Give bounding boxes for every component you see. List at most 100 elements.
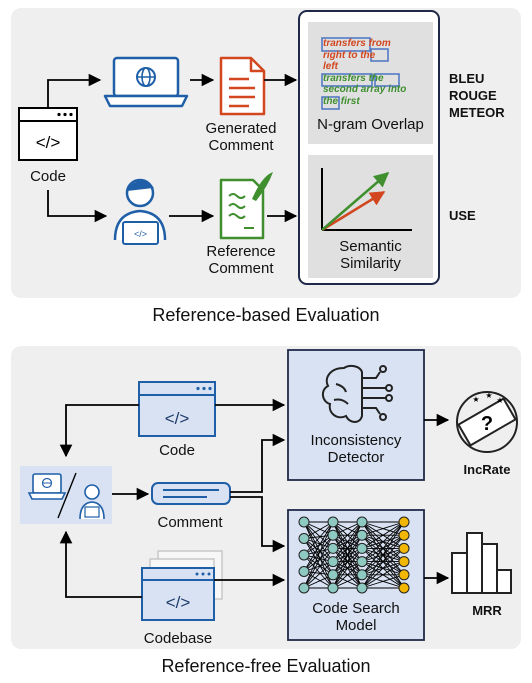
semantic-similarity-line-1: Semantic xyxy=(339,238,402,255)
neural-network-edge xyxy=(332,534,363,589)
neural-network-edge xyxy=(303,534,334,572)
incrate-badge-icon: ? ★ ★ ★ xyxy=(456,391,518,453)
ngram-overlap-label: N-gram Overlap xyxy=(317,116,424,133)
top-flow-arrows xyxy=(47,73,298,223)
code-window-icon-bottom: </> xyxy=(138,381,216,437)
neural-network-node xyxy=(298,533,310,544)
svg-text:★: ★ xyxy=(472,395,479,404)
neural-network-edge xyxy=(303,538,334,576)
neural-network-edge xyxy=(303,561,334,589)
code-window-icon: </> xyxy=(18,107,78,161)
neural-network-node xyxy=(356,569,368,581)
reference-sample-line-3: the first xyxy=(323,95,360,107)
svg-text:</>: </> xyxy=(36,133,61,152)
reference-comment-label: Reference Comment xyxy=(196,243,286,277)
inconsistency-detector-label: Inconsistency Detector xyxy=(288,432,424,466)
neural-network-node xyxy=(398,516,410,528)
laptop-icon xyxy=(103,56,189,108)
neural-network-edge xyxy=(361,574,405,589)
neural-network-node xyxy=(298,516,310,528)
reference-sample-line-1: transfers the xyxy=(323,72,384,84)
generated-sample-line-1: transfers from xyxy=(323,38,391,49)
svg-text:?: ? xyxy=(481,413,493,435)
metric-rouge: ROUGE xyxy=(449,88,497,103)
reference-based-caption: Reference-based Evaluation xyxy=(152,305,380,325)
reference-free-caption: Reference-free Evaluation xyxy=(161,656,371,676)
comment-label: Comment xyxy=(157,514,223,531)
neural-network-edge xyxy=(303,521,334,556)
neural-network-edge xyxy=(332,548,363,589)
neural-network-node xyxy=(327,516,339,528)
neural-network-node xyxy=(327,556,339,568)
developer-icon: </> xyxy=(113,178,167,245)
neural-network-edge xyxy=(303,534,334,589)
code-search-model-label: Code Search Model xyxy=(288,600,424,634)
generated-comment-label: Generated Comment xyxy=(196,120,286,154)
svg-text:</>: </> xyxy=(166,593,191,612)
neural-network-node xyxy=(356,516,368,528)
bottom-flow-arrows xyxy=(59,398,450,598)
neural-network-edge xyxy=(303,538,334,562)
reference-comment-document-icon xyxy=(219,172,273,240)
semantic-similarity-panel xyxy=(308,155,433,278)
reference-comment-line-1: Reference xyxy=(206,243,276,260)
code-search-model-line-1: Code Search xyxy=(312,600,400,617)
neural-network-node xyxy=(356,556,368,568)
svg-text:</>: </> xyxy=(165,409,190,428)
neural-network-edge xyxy=(303,571,334,589)
neural-network-node xyxy=(327,569,339,581)
neural-network-node xyxy=(398,582,410,594)
neural-network-edge xyxy=(361,548,405,589)
svg-text:</>: </> xyxy=(134,229,147,239)
codebase-label: Codebase xyxy=(143,630,213,647)
incrate-label: IncRate xyxy=(463,462,511,477)
ngram-highlight-boxes xyxy=(321,37,400,110)
generated-sample-line-2: right to the xyxy=(323,49,376,61)
code-search-model-line-2: Model xyxy=(335,617,377,634)
ngram-sample-text: transfers from right to the left transfe… xyxy=(323,38,406,107)
neural-network-edge xyxy=(303,554,334,576)
inconsistency-detector-box xyxy=(287,349,425,481)
neural-network-edge xyxy=(361,521,405,549)
brain-circuit-icon xyxy=(322,364,393,423)
neural-network-node xyxy=(298,566,310,577)
neural-network-node xyxy=(327,542,339,554)
neural-network-node xyxy=(298,582,310,594)
neural-network-node xyxy=(398,569,410,581)
neural-network-node xyxy=(327,582,339,594)
laptop-and-developer-icon xyxy=(20,466,112,524)
neural-network-edge xyxy=(332,521,363,562)
neural-network-edge xyxy=(303,538,334,589)
code-label: Code xyxy=(30,168,66,185)
svg-text:★: ★ xyxy=(496,396,503,405)
mrr-bar-chart-icon xyxy=(451,532,512,594)
inconsistency-detector-line-1: Inconsistency xyxy=(310,432,402,449)
neural-network-edge xyxy=(303,554,334,589)
neural-network-edge xyxy=(303,534,334,556)
generated-sample-line-3: left xyxy=(323,61,338,72)
semantic-vector-plot xyxy=(321,168,412,232)
neural-network-edge xyxy=(361,561,405,589)
neural-network-node xyxy=(356,542,368,554)
neural-network-node xyxy=(398,529,410,541)
neural-network-edge xyxy=(361,521,405,576)
generated-comment-line-2: Comment xyxy=(208,137,274,154)
neural-network-node xyxy=(356,582,368,594)
neural-network-edge xyxy=(332,561,363,589)
neural-network-edge xyxy=(361,521,405,589)
metric-meteor: METEOR xyxy=(449,105,505,120)
metric-use: USE xyxy=(449,208,476,223)
neural-network-node xyxy=(398,542,410,554)
reference-comment-line-2: Comment xyxy=(208,260,274,277)
neural-network-node xyxy=(327,529,339,541)
comment-box-icon xyxy=(151,482,231,505)
ngram-metrics-list: BLEU ROUGE METEOR xyxy=(449,70,505,121)
generated-comment-line-1: Generated xyxy=(205,120,277,137)
inconsistency-detector-line-2: Detector xyxy=(327,449,385,466)
neural-network-node xyxy=(298,549,310,561)
semantic-similarity-line-2: Similarity xyxy=(340,255,401,272)
neural-network-edge xyxy=(303,548,334,572)
reference-sample-line-2: second array into xyxy=(323,84,407,95)
